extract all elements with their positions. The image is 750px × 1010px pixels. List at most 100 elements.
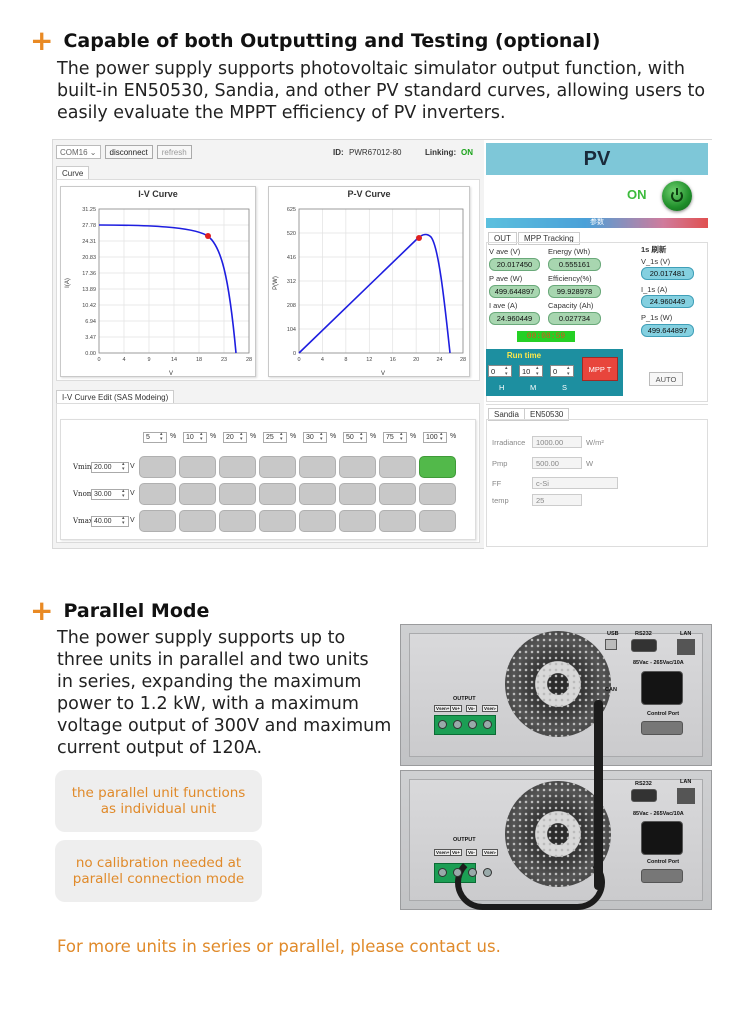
disconnect-button[interactable]: disconnect [104, 145, 153, 159]
output-label: OUTPUT [453, 696, 476, 702]
temp-label: temp [492, 496, 509, 505]
seconds-input[interactable]: 0 [550, 365, 574, 377]
curve-point-button[interactable] [299, 483, 336, 505]
x-tick-label: 18 [196, 357, 202, 363]
rs232-label: RS232 [635, 781, 652, 787]
y-tick-label: 6.94 [85, 319, 96, 325]
curve-point-button[interactable] [179, 510, 216, 532]
v-ave-label: V ave (V) [489, 247, 521, 256]
curve-point-button[interactable] [139, 456, 176, 478]
percent-sign: % [210, 433, 217, 440]
curve-point-button[interactable] [339, 510, 376, 532]
v1s-value: 20.017481 [641, 267, 694, 280]
ff-select[interactable]: c-Si [532, 477, 618, 489]
p1s-value: 499.644897 [641, 324, 694, 337]
tab-sas[interactable]: I-V Curve Edit (SAS Modeing) [56, 390, 175, 404]
hours-input[interactable]: 0 [488, 365, 512, 377]
lan-label: LAN [680, 779, 692, 785]
pmp-input[interactable]: 500.00 [532, 457, 582, 469]
plot-frame [298, 208, 464, 354]
i-ave-value: 24.960449 [489, 312, 540, 325]
percent-sign: % [370, 433, 377, 440]
curve-point-button[interactable] [219, 510, 256, 532]
curve-point-button[interactable] [299, 456, 336, 478]
section1-description: The power supply supports photovoltaic s… [57, 58, 705, 124]
curve-point-button[interactable] [419, 483, 456, 505]
curve-point-button[interactable] [219, 456, 256, 478]
percent-sign: % [410, 433, 417, 440]
percentage-input[interactable]: 10 [183, 432, 207, 443]
percentage-input[interactable]: 20 [223, 432, 247, 443]
power-supply-unit-top: USB RS232 LAN 85Vac - 265Vac/10A CAN Con… [400, 624, 712, 766]
curve-point-button[interactable] [419, 456, 456, 478]
mains-socket [641, 821, 683, 855]
temp-input[interactable]: 25 [532, 494, 582, 506]
x-tick-label: 12 [366, 357, 372, 363]
curve-point-button[interactable] [339, 483, 376, 505]
tab-out[interactable]: OUT [488, 232, 517, 245]
capacity-label: Capacity (Ah) [548, 301, 594, 310]
percentage-input[interactable]: 100 [423, 432, 447, 443]
vmax-input[interactable]: 40.00 [91, 516, 129, 527]
section1-line: built-in EN50530, Sandia, and other PV s… [57, 81, 706, 101]
y-tick-label: 0.00 [85, 351, 96, 357]
percentage-input[interactable]: 30 [303, 432, 327, 443]
energy-label: Energy (Wh) [548, 247, 591, 256]
software-window: COM16 ⌄ disconnect refresh ID: PWR67012-… [52, 139, 713, 550]
auto-button[interactable]: AUTO [649, 372, 683, 386]
curve-point-button[interactable] [179, 456, 216, 478]
iv-chart-svg: 31.2527.7824.3120.8317.3613.8910.426.943… [65, 207, 252, 377]
tab-en50530[interactable]: EN50530 [524, 408, 570, 421]
percentage-input[interactable]: 25 [263, 432, 287, 443]
vmin-input[interactable]: 20.00 [91, 462, 129, 473]
pv-panel-title: PV [486, 143, 708, 175]
curve-point-button[interactable] [259, 483, 296, 505]
power-icon [671, 190, 683, 202]
x-tick-label: 9 [147, 357, 150, 363]
tab-mppt[interactable]: MPP Tracking [518, 232, 580, 245]
p-ave-label: P ave (W) [489, 274, 523, 283]
pmp-label: Pmp [492, 459, 508, 468]
percentage-input[interactable]: 75 [383, 432, 407, 443]
refresh-button[interactable]: refresh [156, 145, 192, 159]
power-button[interactable] [662, 181, 692, 211]
mppt-button[interactable]: MPP T [582, 357, 618, 381]
percent-sign: % [450, 433, 457, 440]
minutes-input[interactable]: 10 [519, 365, 543, 377]
plus-icon: + [30, 594, 54, 627]
section2-line: current output of 120A. [57, 738, 263, 758]
linking-label: Linking: [425, 148, 457, 157]
lan-port [677, 788, 695, 804]
curve-point-button[interactable] [379, 510, 416, 532]
curve-point-button[interactable] [259, 510, 296, 532]
curve-point-button[interactable] [139, 510, 176, 532]
vnom-label: Vnom [73, 490, 94, 498]
curve-point-button[interactable] [299, 510, 336, 532]
rs232-label: RS232 [635, 631, 652, 637]
curve-point-button[interactable] [339, 456, 376, 478]
com-port-select[interactable]: COM16 ⌄ [56, 145, 101, 159]
curve-point-button[interactable] [379, 483, 416, 505]
can-cable [594, 700, 603, 890]
curve-point-button[interactable] [259, 456, 296, 478]
terminal-screw [438, 720, 447, 729]
section2-description: The power supply supports up to three un… [57, 627, 391, 759]
curve-point-button[interactable] [379, 456, 416, 478]
terminal-label: Vsen+ [434, 849, 452, 856]
mains-socket [641, 671, 683, 705]
percentage-input[interactable]: 5 [143, 432, 167, 443]
section2-title: Parallel Mode [63, 600, 210, 622]
terminal-label: Vsen+ [434, 705, 452, 712]
vnom-input[interactable]: 30.00 [91, 489, 129, 500]
curve-point-button[interactable] [179, 483, 216, 505]
tab-curve[interactable]: Curve [56, 166, 90, 180]
irradiance-input[interactable]: 1000.00 [532, 436, 582, 448]
pv-panel: PV ON 参数 OUT MPP Tracking V ave (V) 20.0… [484, 140, 713, 550]
vmax-label: Vmax [73, 517, 93, 525]
curve-point-button[interactable] [139, 483, 176, 505]
curve-point-button[interactable] [419, 510, 456, 532]
section2-line: The power supply supports up to [57, 628, 346, 648]
curve-point-button[interactable] [219, 483, 256, 505]
percentage-input[interactable]: 50 [343, 432, 367, 443]
